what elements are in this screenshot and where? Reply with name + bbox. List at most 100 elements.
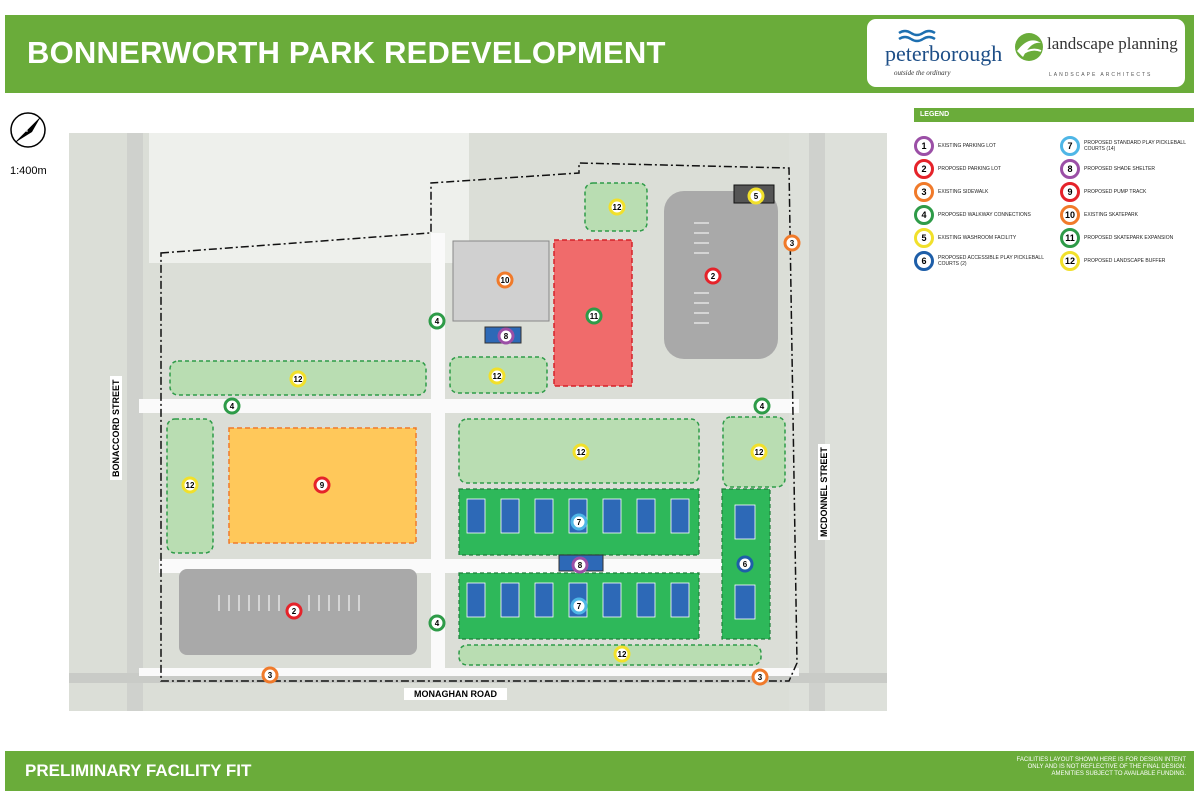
marker-12: 12 — [572, 443, 590, 461]
legend-marker: 5 — [914, 228, 934, 248]
marker-11: 11 — [585, 307, 603, 325]
legend-title: LEGEND — [914, 108, 1194, 122]
marker-4: 4 — [428, 312, 446, 330]
legend-marker: 12 — [1060, 251, 1080, 271]
legend-marker: 8 — [1060, 159, 1080, 179]
legend-label: PROPOSED WALKWAY CONNECTIONS — [938, 211, 1031, 218]
svg-text:12: 12 — [186, 481, 195, 490]
legend-item: 10 EXISTING SKATEPARK — [1060, 205, 1199, 227]
marker-4: 4 — [753, 397, 771, 415]
marker-4: 4 — [428, 614, 446, 632]
marker-7: 7 — [570, 597, 588, 615]
marker-12: 12 — [488, 367, 506, 385]
svg-text:5: 5 — [754, 192, 759, 201]
svg-text:7: 7 — [577, 602, 582, 611]
road-label-east: MCDONNEL STREET — [818, 444, 830, 540]
footer-disclaimer: FACILITIES LAYOUT SHOWN HERE IS FOR DESI… — [966, 757, 1186, 778]
road-label-west: BONACCORD STREET — [110, 376, 122, 480]
svg-text:12: 12 — [613, 203, 622, 212]
legend-label: EXISTING WASHROOM FACILITY — [938, 234, 1017, 241]
footer-title: PRELIMINARY FACILITY FIT — [25, 761, 252, 780]
firm-subtitle: LANDSCAPE ARCHITECTS — [1049, 72, 1153, 78]
legend-label: EXISTING PARKING LOT — [938, 142, 996, 149]
svg-text:12: 12 — [493, 372, 502, 381]
logo-panel: peterborough outside the ordinary landsc… — [867, 19, 1185, 87]
legend-label: PROPOSED PARKING LOT — [938, 165, 1001, 172]
legend-item: 8 PROPOSED SHADE SHELTER — [1060, 159, 1199, 181]
svg-text:7: 7 — [577, 518, 582, 527]
legend-marker: 9 — [1060, 182, 1080, 202]
north-arrow-icon: N — [10, 112, 46, 148]
legend-marker: 3 — [914, 182, 934, 202]
disclaimer-line: ONLY AND IS NOT REFLECTIVE OF THE FINAL … — [1027, 764, 1186, 770]
svg-text:4: 4 — [435, 619, 440, 628]
landscape-planning-leaf-icon — [1015, 33, 1043, 61]
road-label-south: MONAGHAN ROAD — [404, 688, 507, 700]
svg-text:4: 4 — [435, 317, 440, 326]
svg-text:3: 3 — [758, 673, 763, 682]
marker-7: 7 — [570, 513, 588, 531]
svg-text:3: 3 — [790, 239, 795, 248]
marker-4: 4 — [223, 397, 241, 415]
legend-label: PROPOSED SHADE SHELTER — [1084, 165, 1156, 172]
svg-text:9: 9 — [320, 481, 325, 490]
svg-text:4: 4 — [230, 402, 235, 411]
marker-2: 2 — [704, 267, 722, 285]
map-scale: 1:400m — [10, 165, 47, 177]
svg-text:8: 8 — [578, 561, 583, 570]
legend-label: PROPOSED SKATEPARK EXPANSION — [1084, 234, 1174, 241]
marker-5: 5 — [747, 187, 765, 205]
legend-item: 11 PROPOSED SKATEPARK EXPANSION — [1060, 228, 1199, 250]
peterborough-wave-icon — [898, 29, 936, 43]
legend-item: 5 EXISTING WASHROOM FACILITY — [914, 228, 1054, 250]
svg-text:10: 10 — [501, 276, 510, 285]
marker-8: 8 — [497, 327, 515, 345]
marker-2: 2 — [285, 602, 303, 620]
legend-item: 4 PROPOSED WALKWAY CONNECTIONS — [914, 205, 1054, 227]
marker-12: 12 — [181, 476, 199, 494]
map-legend: LEGEND 1 EXISTING PARKING LOT 2 PROPOSED PA… — [914, 108, 1194, 308]
svg-text:12: 12 — [755, 448, 764, 457]
legend-marker: 2 — [914, 159, 934, 179]
svg-text:12: 12 — [618, 650, 627, 659]
legend-item: 12 PROPOSED LANDSCAPE BUFFER — [1060, 251, 1199, 273]
disclaimer-line: FACILITIES LAYOUT SHOWN HERE IS FOR DESI… — [1016, 757, 1186, 763]
svg-text:11: 11 — [590, 312, 599, 321]
legend-marker: 1 — [914, 136, 934, 156]
marker-12: 12 — [289, 370, 307, 388]
marker-8: 8 — [571, 556, 589, 574]
disclaimer-line: AMENITIES SUBJECT TO AVAILABLE FUNDING. — [1051, 771, 1186, 777]
legend-label: EXISTING SKATEPARK — [1084, 211, 1138, 218]
marker-12: 12 — [750, 443, 768, 461]
legend-marker: 7 — [1060, 136, 1080, 156]
marker-3: 3 — [783, 234, 801, 252]
footer-banner: PRELIMINARY FACILITY FIT FACILITIES LAYO… — [5, 751, 1194, 791]
svg-text:6: 6 — [743, 560, 748, 569]
header-banner: BONNERWORTH PARK REDEVELOPMENT peterboro… — [5, 15, 1194, 93]
legend-marker: 11 — [1060, 228, 1080, 248]
svg-text:4: 4 — [760, 402, 765, 411]
svg-text:2: 2 — [292, 607, 297, 616]
legend-label: PROPOSED LANDSCAPE BUFFER — [1084, 257, 1166, 264]
legend-item: 6 PROPOSED ACCESSIBLE PLAY PICKLEBALL COU… — [914, 251, 1054, 273]
legend-marker: 10 — [1060, 205, 1080, 225]
legend-marker: 4 — [914, 205, 934, 225]
svg-text:2: 2 — [711, 272, 716, 281]
legend-label: PROPOSED ACCESSIBLE PLAY PICKLEBALL COUR… — [938, 254, 1044, 268]
marker-3: 3 — [261, 666, 279, 684]
svg-text:12: 12 — [577, 448, 586, 457]
svg-text:12: 12 — [294, 375, 303, 384]
marker-9: 9 — [313, 476, 331, 494]
site-plan-map: 12 12 12 12 12 12 12 5 2 2 9 3 3 3 10 4 … — [69, 133, 887, 711]
city-tagline: outside the ordinary — [894, 69, 951, 77]
legend-item: 9 PROPOSED PUMP TRACK — [1060, 182, 1199, 204]
legend-marker: 6 — [914, 251, 934, 271]
marker-3: 3 — [751, 668, 769, 686]
legend-label: PROPOSED STANDARD PLAY PICKLEBALL COURTS… — [1084, 139, 1186, 153]
svg-text:8: 8 — [504, 332, 509, 341]
svg-text:3: 3 — [268, 671, 273, 680]
legend-item: 7 PROPOSED STANDARD PLAY PICKLEBALL COURT… — [1060, 136, 1199, 158]
legend-item: 2 PROPOSED PARKING LOT — [914, 159, 1054, 181]
legend-label: PROPOSED PUMP TRACK — [1084, 188, 1147, 195]
